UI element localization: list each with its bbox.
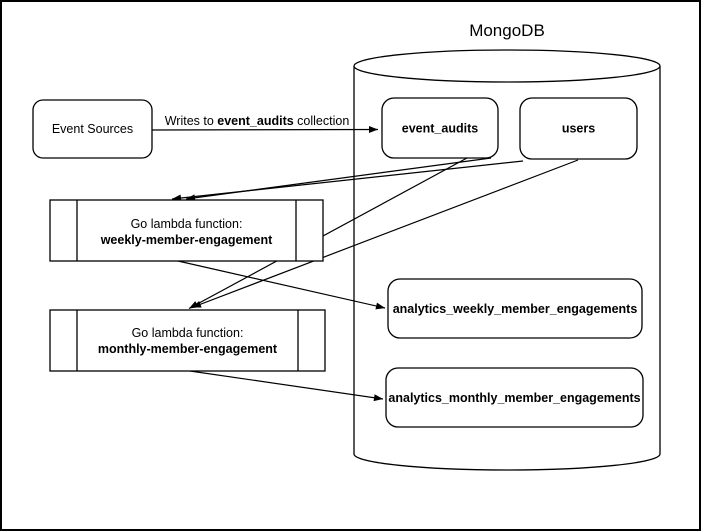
edge-event-sources-to-event-audits	[151, 126, 379, 134]
edge-label-collection-name: event_audits	[217, 114, 293, 128]
edge-users-to-weekly-lambda	[171, 160, 524, 202]
edge-event-audits-to-monthly-lambda	[188, 157, 468, 310]
weekly-lambda-label-line1: Go lambda function:	[131, 217, 243, 231]
writes-to-edge-label: Writes to event_audits collection	[165, 114, 350, 128]
edges	[151, 126, 579, 402]
event-sources-box	[32, 99, 153, 159]
node-analytics-weekly: analytics_weekly_member_engagements	[387, 278, 643, 339]
node-weekly-lambda: Go lambda function: weekly-member-engage…	[49, 199, 324, 262]
node-analytics-monthly: analytics_monthly_member_engagements	[385, 367, 644, 428]
event-audits-label: event_audits	[402, 122, 478, 136]
weekly-lambda-label-line2: weekly-member-engagement	[100, 233, 273, 247]
edge-label-prefix: Writes to	[165, 114, 218, 128]
cylinder-top-ellipse	[353, 49, 661, 83]
edge-users-to-monthly-lambda	[191, 159, 579, 309]
analytics-weekly-box	[387, 278, 643, 339]
users-box	[519, 97, 638, 160]
users-label: users	[562, 122, 595, 136]
monthly-lambda-label-line2: monthly-member-engagement	[98, 342, 278, 356]
analytics-monthly-label: analytics_monthly_member_engagements	[388, 391, 640, 405]
edge-monthly-lambda-to-analytics-monthly	[189, 370, 384, 402]
node-users: users	[519, 97, 638, 160]
mongodb-title: MongoDB	[469, 21, 545, 40]
analytics-weekly-label: analytics_weekly_member_engagements	[393, 302, 638, 316]
monthly-lambda-label-line1: Go lambda function:	[132, 326, 244, 340]
node-event-audits: event_audits	[381, 97, 499, 159]
node-monthly-lambda: Go lambda function: monthly-member-engag…	[49, 309, 326, 372]
weekly-lambda-box	[49, 199, 324, 262]
event-audits-box	[381, 97, 499, 159]
edge-label-suffix: collection	[294, 114, 350, 128]
node-event-sources: Event Sources	[32, 99, 153, 159]
analytics-monthly-box	[385, 367, 644, 428]
event-sources-label: Event Sources	[52, 122, 133, 136]
edge-weekly-lambda-to-analytics-weekly	[177, 260, 386, 310]
monthly-lambda-box	[49, 309, 326, 372]
